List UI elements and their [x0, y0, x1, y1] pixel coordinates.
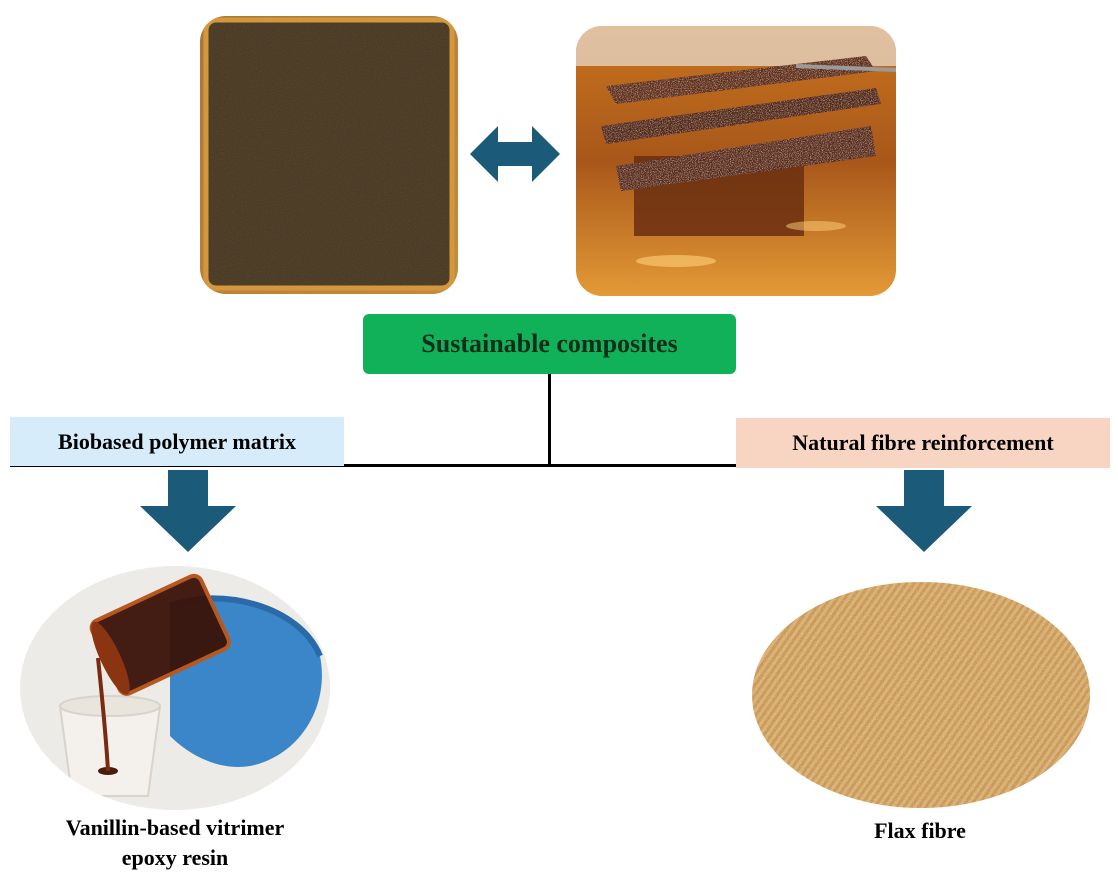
recycled-layers-photo — [576, 26, 896, 296]
caption-resin: Vanillin-based vitrimer epoxy resin — [10, 813, 340, 873]
caption-resin-line1: Vanillin-based vitrimer — [65, 815, 285, 840]
resin-pouring-photo — [20, 566, 330, 810]
flax-fabric-photo — [752, 582, 1090, 808]
double-arrow-icon — [470, 126, 560, 182]
connector-horizontal — [10, 464, 1110, 467]
composite-laminate-photo — [200, 16, 458, 294]
down-arrow-icon — [876, 470, 972, 552]
connector-vertical — [548, 374, 551, 466]
title-text: Sustainable composites — [421, 329, 678, 358]
category-natural-fibre: Natural fibre reinforcement — [736, 418, 1110, 468]
down-arrow-icon — [140, 470, 236, 552]
caption-resin-line2: epoxy resin — [121, 845, 229, 870]
caption-flax: Flax fibre — [760, 816, 1080, 846]
category-right-label: Natural fibre reinforcement — [792, 430, 1054, 455]
title-box: Sustainable composites — [363, 314, 736, 374]
category-left-label: Biobased polymer matrix — [58, 428, 296, 454]
category-biobased-matrix: Biobased polymer matrix — [10, 417, 344, 466]
caption-flax-text: Flax fibre — [874, 818, 966, 843]
